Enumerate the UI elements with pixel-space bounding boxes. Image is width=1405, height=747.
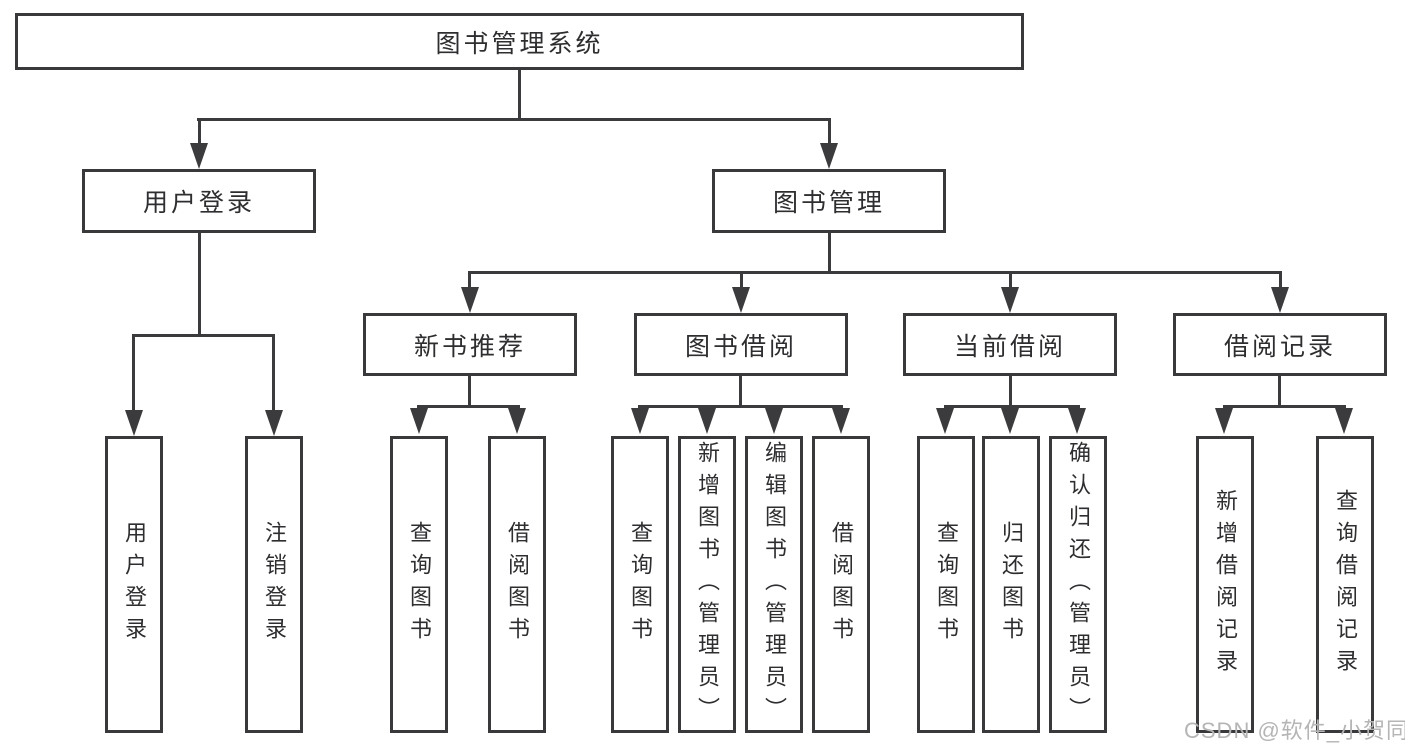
leaf-logout: 注销登录 — [245, 436, 303, 733]
leaf-borrow-books-borrowing: 借阅图书 — [812, 436, 870, 733]
arrow-down-icon — [732, 287, 750, 313]
arrow-down-icon — [832, 408, 850, 434]
arrow-down-icon — [1271, 287, 1289, 313]
connector-root-stem-left — [198, 118, 201, 145]
arrow-down-icon — [190, 143, 208, 169]
connector-newbook-bar — [417, 405, 520, 408]
connector-bookmgmt-bar — [468, 271, 1282, 274]
arrow-down-icon — [461, 287, 479, 313]
leaf-label: 查询图书 — [628, 520, 653, 649]
connector-userlogin-drop — [198, 233, 201, 336]
connector-newbook-drop — [468, 376, 471, 407]
arrow-down-icon — [265, 410, 283, 436]
node-label: 当前借阅 — [953, 332, 1066, 361]
arrow-down-icon — [820, 143, 838, 169]
arrow-down-icon — [1001, 408, 1019, 434]
arrow-down-icon — [765, 408, 783, 434]
leaf-label: 注销登录 — [262, 520, 287, 649]
connector-bookmgmt-drop — [828, 233, 831, 273]
connector-bookborrow-drop — [739, 376, 742, 407]
connector-userlogin-stem-left — [132, 334, 135, 410]
leaf-label: 查询图书 — [407, 520, 432, 649]
node-label: 图书管理系统 — [435, 29, 604, 58]
node-label: 借阅记录 — [1223, 332, 1336, 361]
leaf-edit-books-admin: 编辑图书（管理员） — [745, 436, 803, 733]
arrow-down-icon — [125, 410, 143, 436]
connector-bookmgmt-stem-2 — [740, 271, 743, 287]
node-label: 新书推荐 — [413, 332, 526, 361]
leaf-add-books-admin: 新增图书（管理员） — [678, 436, 736, 733]
arrow-down-icon — [1215, 408, 1233, 434]
leaf-label: 编辑图书（管理员） — [762, 440, 787, 729]
arrow-down-icon — [508, 408, 526, 434]
leaf-label: 新增图书（管理员） — [695, 440, 720, 729]
node-library-system: 图书管理系统 — [15, 13, 1024, 70]
leaf-label: 借阅图书 — [505, 520, 530, 649]
connector-root-stem-right — [828, 118, 831, 145]
connector-userlogin-bar — [132, 334, 275, 337]
node-book-borrowing: 图书借阅 — [634, 313, 848, 376]
connector-borrowrecords-bar — [1223, 405, 1346, 408]
node-new-book-recommendation: 新书推荐 — [363, 313, 577, 376]
leaf-confirm-return-admin: 确认归还（管理员） — [1049, 436, 1107, 733]
csdn-watermark: CSDN @软件_小贺同学 — [1184, 718, 1405, 743]
leaf-borrow-books-recommend: 借阅图书 — [488, 436, 546, 733]
leaf-label: 借阅图书 — [829, 520, 854, 649]
node-current-borrowing: 当前借阅 — [903, 313, 1117, 376]
node-label: 图书管理 — [772, 189, 885, 217]
connector-borrowrecords-drop — [1278, 376, 1281, 407]
leaf-label: 归还图书 — [999, 520, 1024, 649]
connector-bookmgmt-stem-1 — [468, 271, 471, 287]
node-label: 用户登录 — [142, 189, 255, 217]
connector-bookmgmt-stem-4 — [1279, 271, 1282, 287]
connector-userlogin-stem-right — [272, 334, 275, 410]
leaf-return-books: 归还图书 — [982, 436, 1040, 733]
node-book-management: 图书管理 — [712, 169, 946, 233]
leaf-query-books-current: 查询图书 — [917, 436, 975, 733]
connector-root-drop — [518, 70, 521, 120]
leaf-label: 确认归还（管理员） — [1066, 440, 1091, 729]
connector-bookborrow-bar — [638, 405, 843, 408]
leaf-query-books-borrowing: 查询图书 — [611, 436, 669, 733]
node-user-login: 用户登录 — [82, 169, 316, 233]
connector-bookmgmt-stem-3 — [1009, 271, 1012, 287]
connector-currentborrow-drop — [1009, 376, 1012, 407]
arrow-down-icon — [1001, 287, 1019, 313]
leaf-label: 新增借阅记录 — [1213, 488, 1238, 681]
connector-currentborrow-bar — [944, 405, 1080, 408]
arrow-down-icon — [936, 408, 954, 434]
leaf-query-borrow-record: 查询借阅记录 — [1316, 436, 1374, 733]
connector-root-bar — [197, 118, 831, 121]
node-borrowing-records: 借阅记录 — [1173, 313, 1387, 376]
leaf-label: 查询借阅记录 — [1333, 488, 1358, 681]
leaf-label: 查询图书 — [934, 520, 959, 649]
arrow-down-icon — [698, 408, 716, 434]
arrow-down-icon — [1068, 408, 1086, 434]
arrow-down-icon — [410, 408, 428, 434]
node-label: 图书借阅 — [684, 332, 797, 361]
arrow-down-icon — [1335, 408, 1353, 434]
leaf-add-borrow-record: 新增借阅记录 — [1196, 436, 1254, 733]
leaf-user-login: 用户登录 — [105, 436, 163, 733]
leaf-label: 用户登录 — [122, 520, 147, 649]
leaf-query-books-recommend: 查询图书 — [390, 436, 448, 733]
arrow-down-icon — [631, 408, 649, 434]
